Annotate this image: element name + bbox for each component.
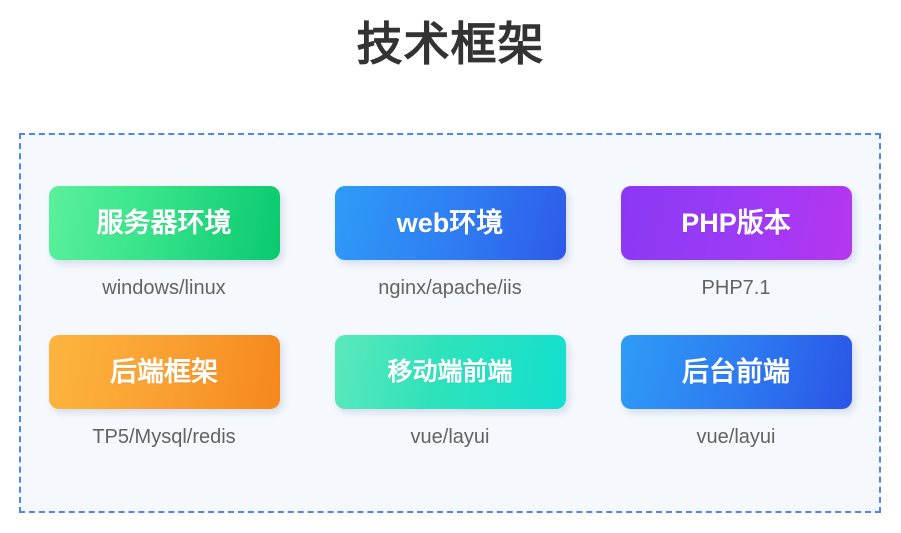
tech-chip-server-environment[interactable]: 服务器环境 — [48, 186, 280, 260]
tech-chip-label: web环境 — [396, 207, 504, 238]
tech-chip-web-environment[interactable]: web环境 — [334, 186, 566, 260]
tech-stack-cell-backend-framework: 后端框架 TP5/Mysql/redis — [25, 335, 303, 448]
tech-chip-label: 后台前端 — [682, 356, 790, 387]
page-title: 技术框架 — [356, 18, 545, 70]
tech-stack-cell-server-environment: 服务器环境 windows/linux — [25, 186, 303, 299]
tech-chip-admin-frontend[interactable]: 后台前端 — [620, 335, 852, 409]
tech-chip-caption: vue/layui — [410, 426, 490, 448]
tech-stack-cell-web-environment: web环境 nginx/apache/iis — [311, 186, 589, 299]
tech-chip-label: 移动端前端 — [387, 357, 513, 386]
tech-stack-row-2: 后端框架 TP5/Mysql/redis 移动端前端 vue/layui 后台前… — [21, 335, 879, 448]
tech-chip-label: PHP版本 — [681, 207, 791, 238]
tech-stack-cell-mobile-frontend: 移动端前端 vue/layui — [311, 335, 589, 448]
tech-chip-caption: PHP7.1 — [701, 277, 771, 299]
tech-chip-caption: vue/layui — [696, 426, 776, 448]
tech-stack-cell-php-version: PHP版本 PHP7.1 — [597, 186, 875, 299]
tech-chip-caption: windows/linux — [102, 277, 226, 299]
tech-chip-label: 服务器环境 — [96, 207, 232, 238]
tech-chip-backend-framework[interactable]: 后端框架 — [48, 335, 280, 409]
tech-stack-cell-admin-frontend: 后台前端 vue/layui — [597, 335, 875, 448]
tech-stack-panel: 服务器环境 windows/linux web环境 nginx/apache/i… — [19, 133, 881, 513]
tech-chip-caption: nginx/apache/iis — [378, 277, 522, 299]
tech-chip-php-version[interactable]: PHP版本 — [620, 186, 852, 260]
tech-chip-mobile-frontend[interactable]: 移动端前端 — [334, 335, 566, 409]
tech-stack-grid: 服务器环境 windows/linux web环境 nginx/apache/i… — [21, 135, 879, 511]
tech-chip-label: 后端框架 — [110, 356, 218, 387]
tech-chip-caption: TP5/Mysql/redis — [92, 426, 236, 448]
tech-stack-row-1: 服务器环境 windows/linux web环境 nginx/apache/i… — [21, 186, 879, 299]
